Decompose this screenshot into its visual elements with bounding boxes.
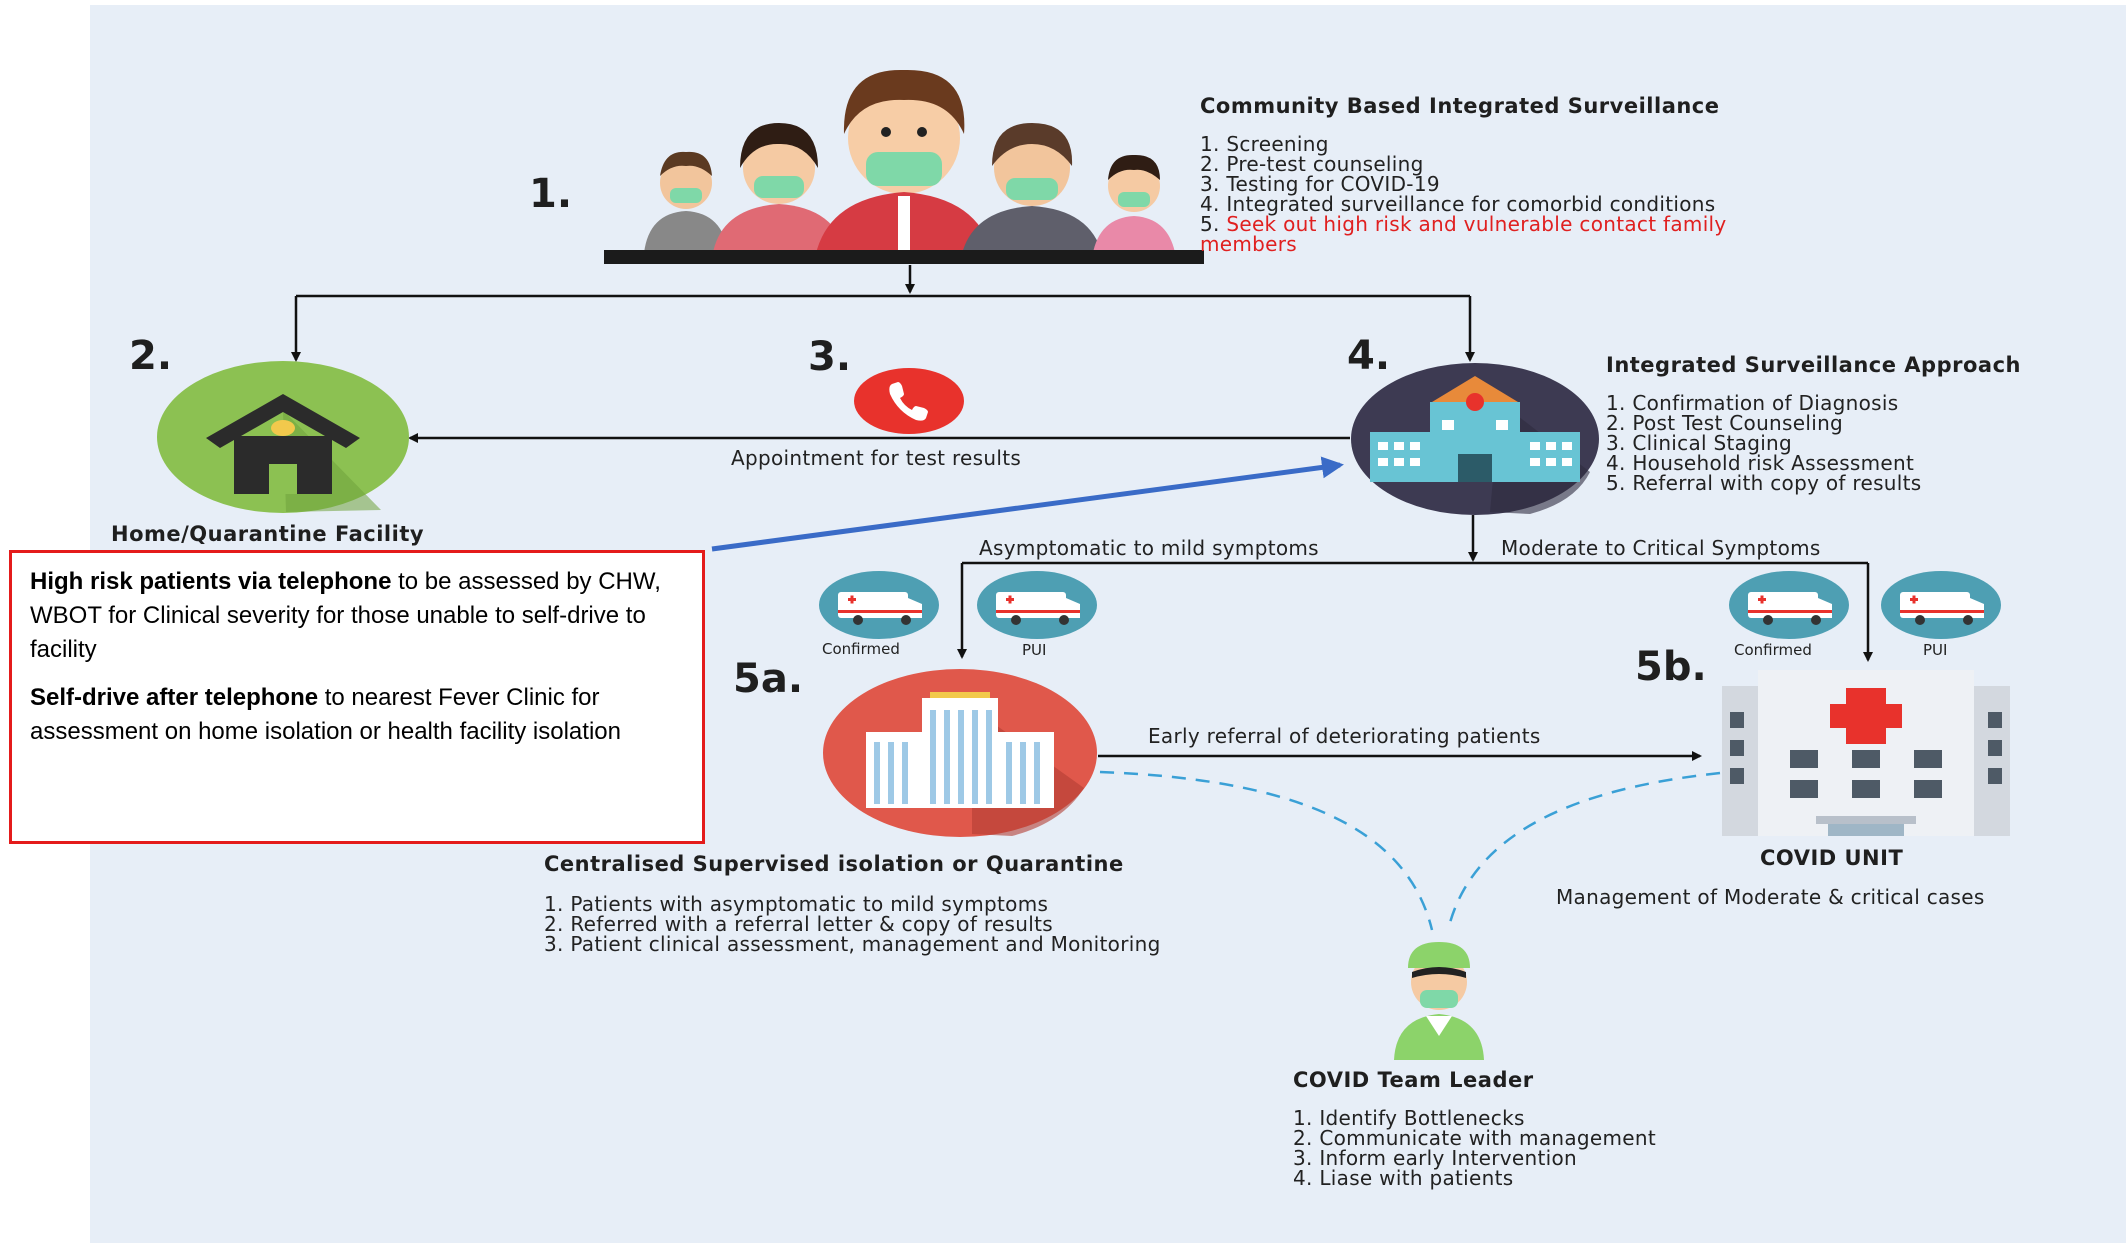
branch-label-left: Asymptomatic to mild symptoms (979, 536, 1319, 560)
step2-label: Home/Quarantine Facility (111, 522, 425, 546)
telephone-callout-box: High risk patients via telephone to be a… (9, 550, 705, 844)
list-item: 4. Liase with patients (1293, 1166, 1514, 1190)
ambulance-label-pui: PUI (1923, 641, 1948, 659)
leader-list: 1. Identify Bottlenecks 2. Communicate w… (1293, 1108, 1656, 1188)
covid-unit-hospital-icon (1722, 670, 2010, 836)
team-leader-icon (1394, 942, 1484, 1060)
ambulance-label-confirmed: Confirmed (822, 640, 900, 658)
people-group-icon (604, 69, 1204, 264)
list-item: 5. Seek out high risk and vulnerable con… (1200, 214, 1727, 234)
list-item: 3. Testing for COVID-19 (1200, 172, 1440, 196)
hospital-icon (1351, 363, 1599, 515)
highlight-text-continuation: members (1200, 232, 1298, 256)
step4-number: 4. (1347, 333, 1391, 379)
list-item: 3. Inform early Intervention (1293, 1146, 1578, 1170)
step3-number: 3. (808, 334, 852, 380)
step1-list: 1. Screening 2. Pre-test counseling 3. T… (1200, 134, 1727, 254)
list-item: 1. Identify Bottlenecks (1293, 1106, 1525, 1130)
step5a-list: 1. Patients with asymptomatic to mild sy… (544, 894, 1161, 954)
list-item: 3. Clinical Staging (1606, 431, 1793, 455)
ambulance-icon (819, 571, 939, 639)
callout-bold-2: Self-drive after telephone (30, 684, 319, 711)
ambulance-icon (1729, 571, 1849, 639)
step5a-title: Centralised Supervised isolation or Quar… (544, 852, 1124, 876)
step5b-subtitle: Management of Moderate & critical cases (1556, 885, 1985, 909)
list-item: 4. Integrated surveillance for comorbid … (1200, 192, 1716, 216)
phone-icon (854, 368, 964, 434)
callout-paragraph-1: High risk patients via telephone to be a… (30, 565, 684, 667)
step5b-title: COVID UNIT (1760, 846, 1904, 870)
callout-paragraph-2: Self-drive after telephone to nearest Fe… (30, 681, 684, 749)
highlight-text: Seek out high risk and vulnerable contac… (1226, 212, 1727, 236)
house-icon (157, 361, 409, 513)
isolation-building-icon (823, 669, 1097, 837)
callout-text-1: to be assessed by CHW, WBOT for Clinical… (30, 568, 661, 663)
ambulance-label-pui: PUI (1022, 641, 1047, 659)
step1-number: 1. (529, 171, 573, 217)
referral-label: Early referral of deteriorating patients (1148, 724, 1541, 748)
list-item: 2. Post Test Counseling (1606, 411, 1844, 435)
list-item: 2. Referred with a referral letter & cop… (544, 912, 1053, 936)
list-item: 4. Household risk Assessment (1606, 451, 1915, 475)
step5b-number: 5b. (1635, 644, 1707, 690)
list-item: 1. Patients with asymptomatic to mild sy… (544, 892, 1049, 916)
callout-text-2: to nearest Fever Clinic for assessment o… (30, 684, 621, 745)
list-item: 2. Communicate with management (1293, 1126, 1657, 1150)
ambulance-icon (1881, 571, 2001, 639)
callout-bold-1: High risk patients via telephone (30, 568, 392, 595)
list-item-prefix: 5. (1200, 212, 1227, 236)
ambulance-label-confirmed: Confirmed (1734, 641, 1812, 659)
step3-label: Appointment for test results (731, 446, 1022, 470)
list-item: 2. Pre-test counseling (1200, 152, 1424, 176)
step2-number: 2. (129, 333, 173, 379)
list-item: 5. Referral with copy of results (1606, 471, 1922, 495)
leader-title: COVID Team Leader (1293, 1068, 1534, 1092)
list-item: 3. Patient clinical assessment, manageme… (544, 932, 1161, 956)
dashed-link-5b-leader (1446, 771, 1721, 931)
dashed-link-5a-leader (1099, 770, 1434, 931)
list-item: 1. Confirmation of Diagnosis (1606, 391, 1899, 415)
step4-title: Integrated Surveillance Approach (1606, 353, 2021, 377)
step5a-number: 5a. (733, 656, 804, 702)
step1-title: Community Based Integrated Surveillance (1200, 94, 1720, 118)
branch-label-right: Moderate to Critical Symptoms (1501, 536, 1821, 560)
blue-arrow-callout-to-surveillance (711, 456, 1344, 552)
ambulance-icon (977, 571, 1097, 639)
step4-list: 1. Confirmation of Diagnosis 2. Post Tes… (1606, 393, 1922, 493)
list-item: 1. Screening (1200, 132, 1329, 156)
